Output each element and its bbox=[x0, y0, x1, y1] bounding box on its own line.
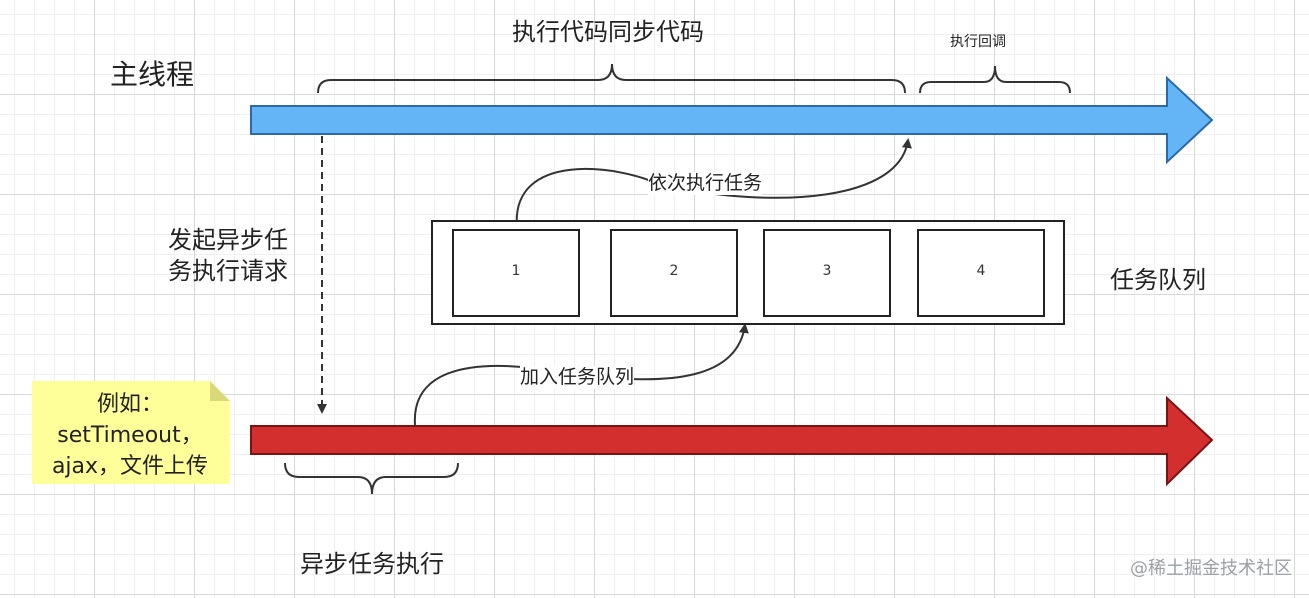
task-item-4: 4 bbox=[976, 263, 986, 279]
async-request-label: 发起异步任务执行请求 bbox=[168, 225, 300, 287]
note-line-1: 例如： bbox=[96, 392, 163, 417]
main-thread-arrow bbox=[250, 75, 1214, 165]
task-box-1 bbox=[452, 229, 580, 317]
watermark: @稀土掘金技术社区 bbox=[1130, 558, 1292, 579]
note-line-3: ajax，文件上传 bbox=[51, 453, 209, 479]
task-item-2: 2 bbox=[669, 263, 679, 279]
sync-code-brace bbox=[317, 63, 906, 94]
note-text: 例如： setTimeout， ajax，文件上传 bbox=[32, 390, 228, 482]
task-box-4 bbox=[917, 229, 1045, 317]
callback-label: 执行回调 bbox=[950, 34, 1006, 50]
enqueue-label: 加入任务队列 bbox=[520, 366, 635, 389]
async-exec-label: 异步任务执行 bbox=[300, 550, 444, 578]
run-tasks-label: 依次执行任务 bbox=[648, 172, 763, 195]
task-item-3: 3 bbox=[822, 263, 832, 279]
task-box-2 bbox=[610, 229, 738, 317]
callback-brace bbox=[919, 65, 1071, 94]
note-box bbox=[32, 381, 230, 484]
task-box-3 bbox=[763, 229, 891, 317]
async-request-text: 发起异步任务执行请求 bbox=[168, 226, 288, 286]
note-line-2: setTimeout， bbox=[57, 422, 203, 448]
main-thread-label: 主线程 bbox=[110, 58, 195, 91]
sync-code-label: 执行代码同步代码 bbox=[512, 18, 704, 46]
task-item-1: 1 bbox=[511, 263, 521, 279]
async-exec-brace bbox=[284, 462, 459, 495]
note-fold bbox=[210, 381, 230, 401]
task-queue-label: 任务队列 bbox=[1110, 266, 1206, 294]
async-thread-arrow bbox=[250, 395, 1214, 487]
